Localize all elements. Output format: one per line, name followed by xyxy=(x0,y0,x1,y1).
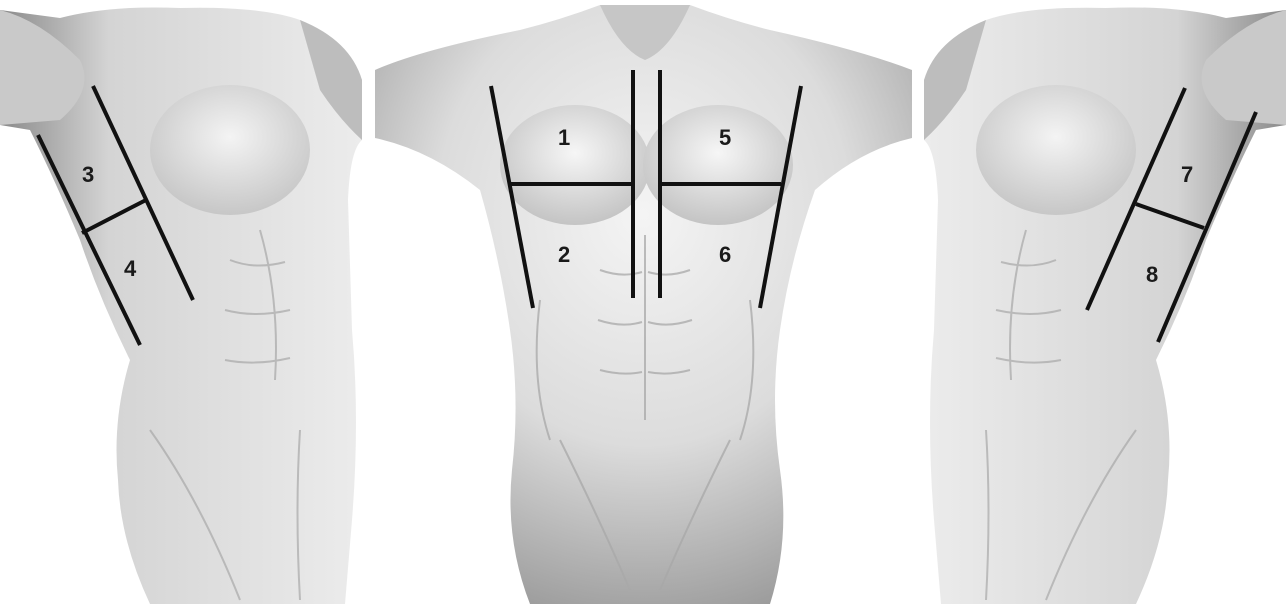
torso-silhouette xyxy=(375,5,912,604)
left-oblique-view: 7 8 xyxy=(924,7,1286,604)
zone-6-label: 6 xyxy=(719,242,731,267)
zone-8-label: 8 xyxy=(1146,262,1158,287)
pectoral-shape xyxy=(150,85,310,215)
zone-4-label: 4 xyxy=(124,256,137,281)
zone-5-label: 5 xyxy=(719,125,731,150)
pectoral-left-shape xyxy=(643,105,793,225)
zone-7-label: 7 xyxy=(1181,162,1193,187)
zone-1-label: 1 xyxy=(558,125,570,150)
panel-gap-right xyxy=(912,0,924,604)
right-oblique-view: 3 4 xyxy=(0,7,362,604)
zone-3-label: 3 xyxy=(82,162,94,187)
pectoral-right-shape xyxy=(500,105,650,225)
panel-gap-left xyxy=(362,0,375,604)
zone-2-label: 2 xyxy=(558,242,570,267)
anterior-view: 1 2 5 6 xyxy=(375,5,912,604)
pectoral-shape xyxy=(976,85,1136,215)
